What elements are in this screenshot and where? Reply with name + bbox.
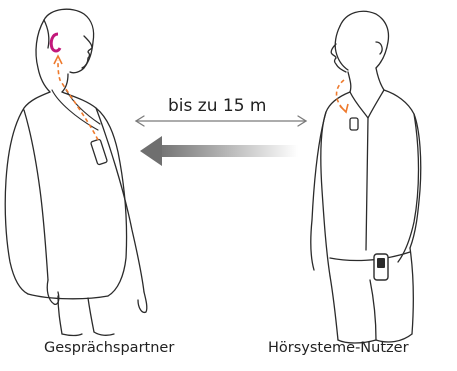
distance-arrow: [136, 116, 306, 126]
woman-figure: [5, 9, 147, 335]
man-microphone: [350, 118, 358, 130]
transmission-arrow: [140, 136, 298, 166]
man-figure: [311, 11, 421, 343]
caption-conversation-partner: Gesprächspartner: [44, 340, 174, 356]
distance-label: bis zu 15 m: [168, 96, 266, 116]
hearing-aid-icon: [51, 34, 60, 51]
caption-hearing-aid-user: Hörsysteme-Nutzer: [268, 340, 409, 356]
woman-microphone: [91, 139, 108, 165]
